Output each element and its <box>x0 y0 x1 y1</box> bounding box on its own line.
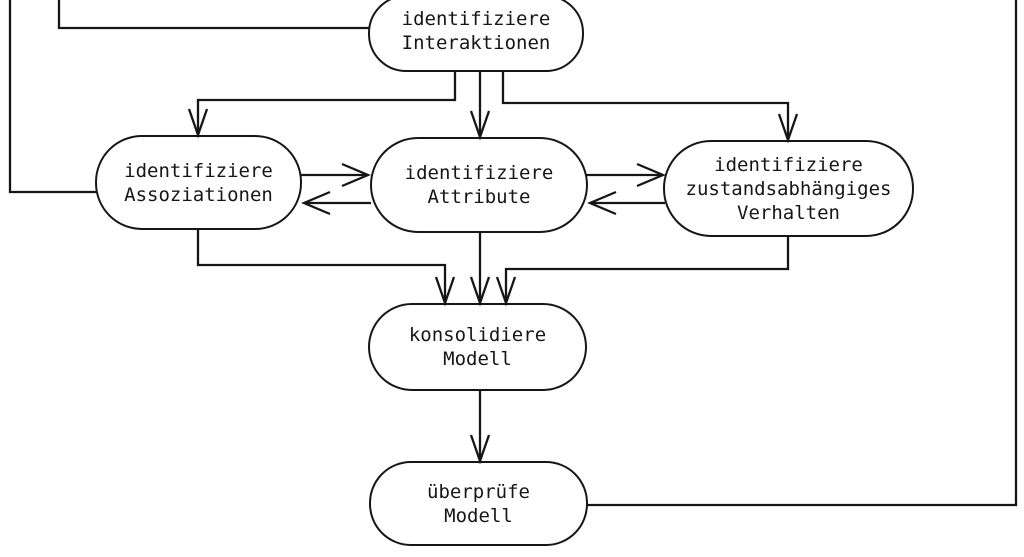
arrowhead-down-icon <box>187 108 209 139</box>
node-label-line: identifiziere <box>404 162 554 184</box>
node-label-line: Modell <box>444 504 513 527</box>
node-identifiziere-interaktionen: identifiziere Interaktionen <box>368 0 584 72</box>
edge-interaktionen-to-assoziationen <box>187 70 457 139</box>
node-label-line: überprüfe <box>427 480 530 503</box>
edge-assoziationen-to-attribute <box>300 162 371 188</box>
node-label-line: zustandsabhängiges <box>685 177 892 200</box>
arrowhead-down-icon <box>469 276 491 307</box>
connector-line <box>196 229 447 302</box>
edge-konsolidiere-to-ueberpruefe <box>469 390 491 465</box>
node-label-line: identifiziere <box>401 7 551 30</box>
connector-line <box>504 236 790 302</box>
edge-interaktionen-to-attribute <box>469 70 491 141</box>
arrowhead-down-icon <box>469 110 491 141</box>
arrowhead-down-icon <box>469 434 491 465</box>
edge-assoziationen-to-konsolidiere <box>196 229 456 307</box>
edge-attribute-to-verhalten <box>586 162 666 188</box>
node-label-line: Assoziationen <box>124 183 273 206</box>
connector-line <box>57 0 370 30</box>
edge-verhalten-to-attribute <box>587 190 665 216</box>
node-identifiziere-zustandsabhaengiges-verhalten: identifiziere zustandsabhängiges Verhalt… <box>663 140 914 237</box>
arrowhead-right-icon <box>341 162 371 188</box>
node-label-line: Interaktionen <box>401 31 551 54</box>
node-label-line: Attribute <box>427 186 531 208</box>
edge-ueberpruefe-feedback <box>588 0 1018 507</box>
node-identifiziere-attribute: identifiziere Attribute <box>370 137 588 233</box>
edge-attribute-to-assoziationen <box>301 190 371 216</box>
edge-interaktionen-to-verhalten <box>501 70 799 144</box>
arrowhead-left-icon <box>587 190 617 216</box>
arrowhead-down-icon <box>777 113 799 144</box>
edge-external-to-assoziationen <box>8 0 97 194</box>
edge-attribute-to-konsolidiere <box>469 232 491 307</box>
node-label-line: identifiziere <box>714 153 863 176</box>
node-label-line: Verhalten <box>737 201 840 224</box>
node-label-line: identifiziere <box>124 159 273 182</box>
arrowhead-left-icon <box>301 190 331 216</box>
node-ueberpruefe-modell: überprüfe Modell <box>369 461 588 546</box>
arrowhead-down-icon <box>434 276 456 307</box>
connector-line <box>588 0 1018 507</box>
connector-line <box>196 70 457 134</box>
edge-external-to-interaktionen <box>57 0 370 30</box>
edge-verhalten-to-konsolidiere <box>495 236 790 307</box>
node-konsolidiere-modell: konsolidiere Modell <box>368 303 587 391</box>
connector-line <box>501 70 790 139</box>
node-label-line: Modell <box>443 348 512 370</box>
node-identifiziere-assoziationen: identifiziere Assoziationen <box>95 135 302 230</box>
arrowhead-down-icon <box>495 276 517 307</box>
connector-line <box>8 0 97 194</box>
node-label-line: konsolidiere <box>408 324 547 346</box>
arrowhead-right-icon <box>636 162 666 188</box>
